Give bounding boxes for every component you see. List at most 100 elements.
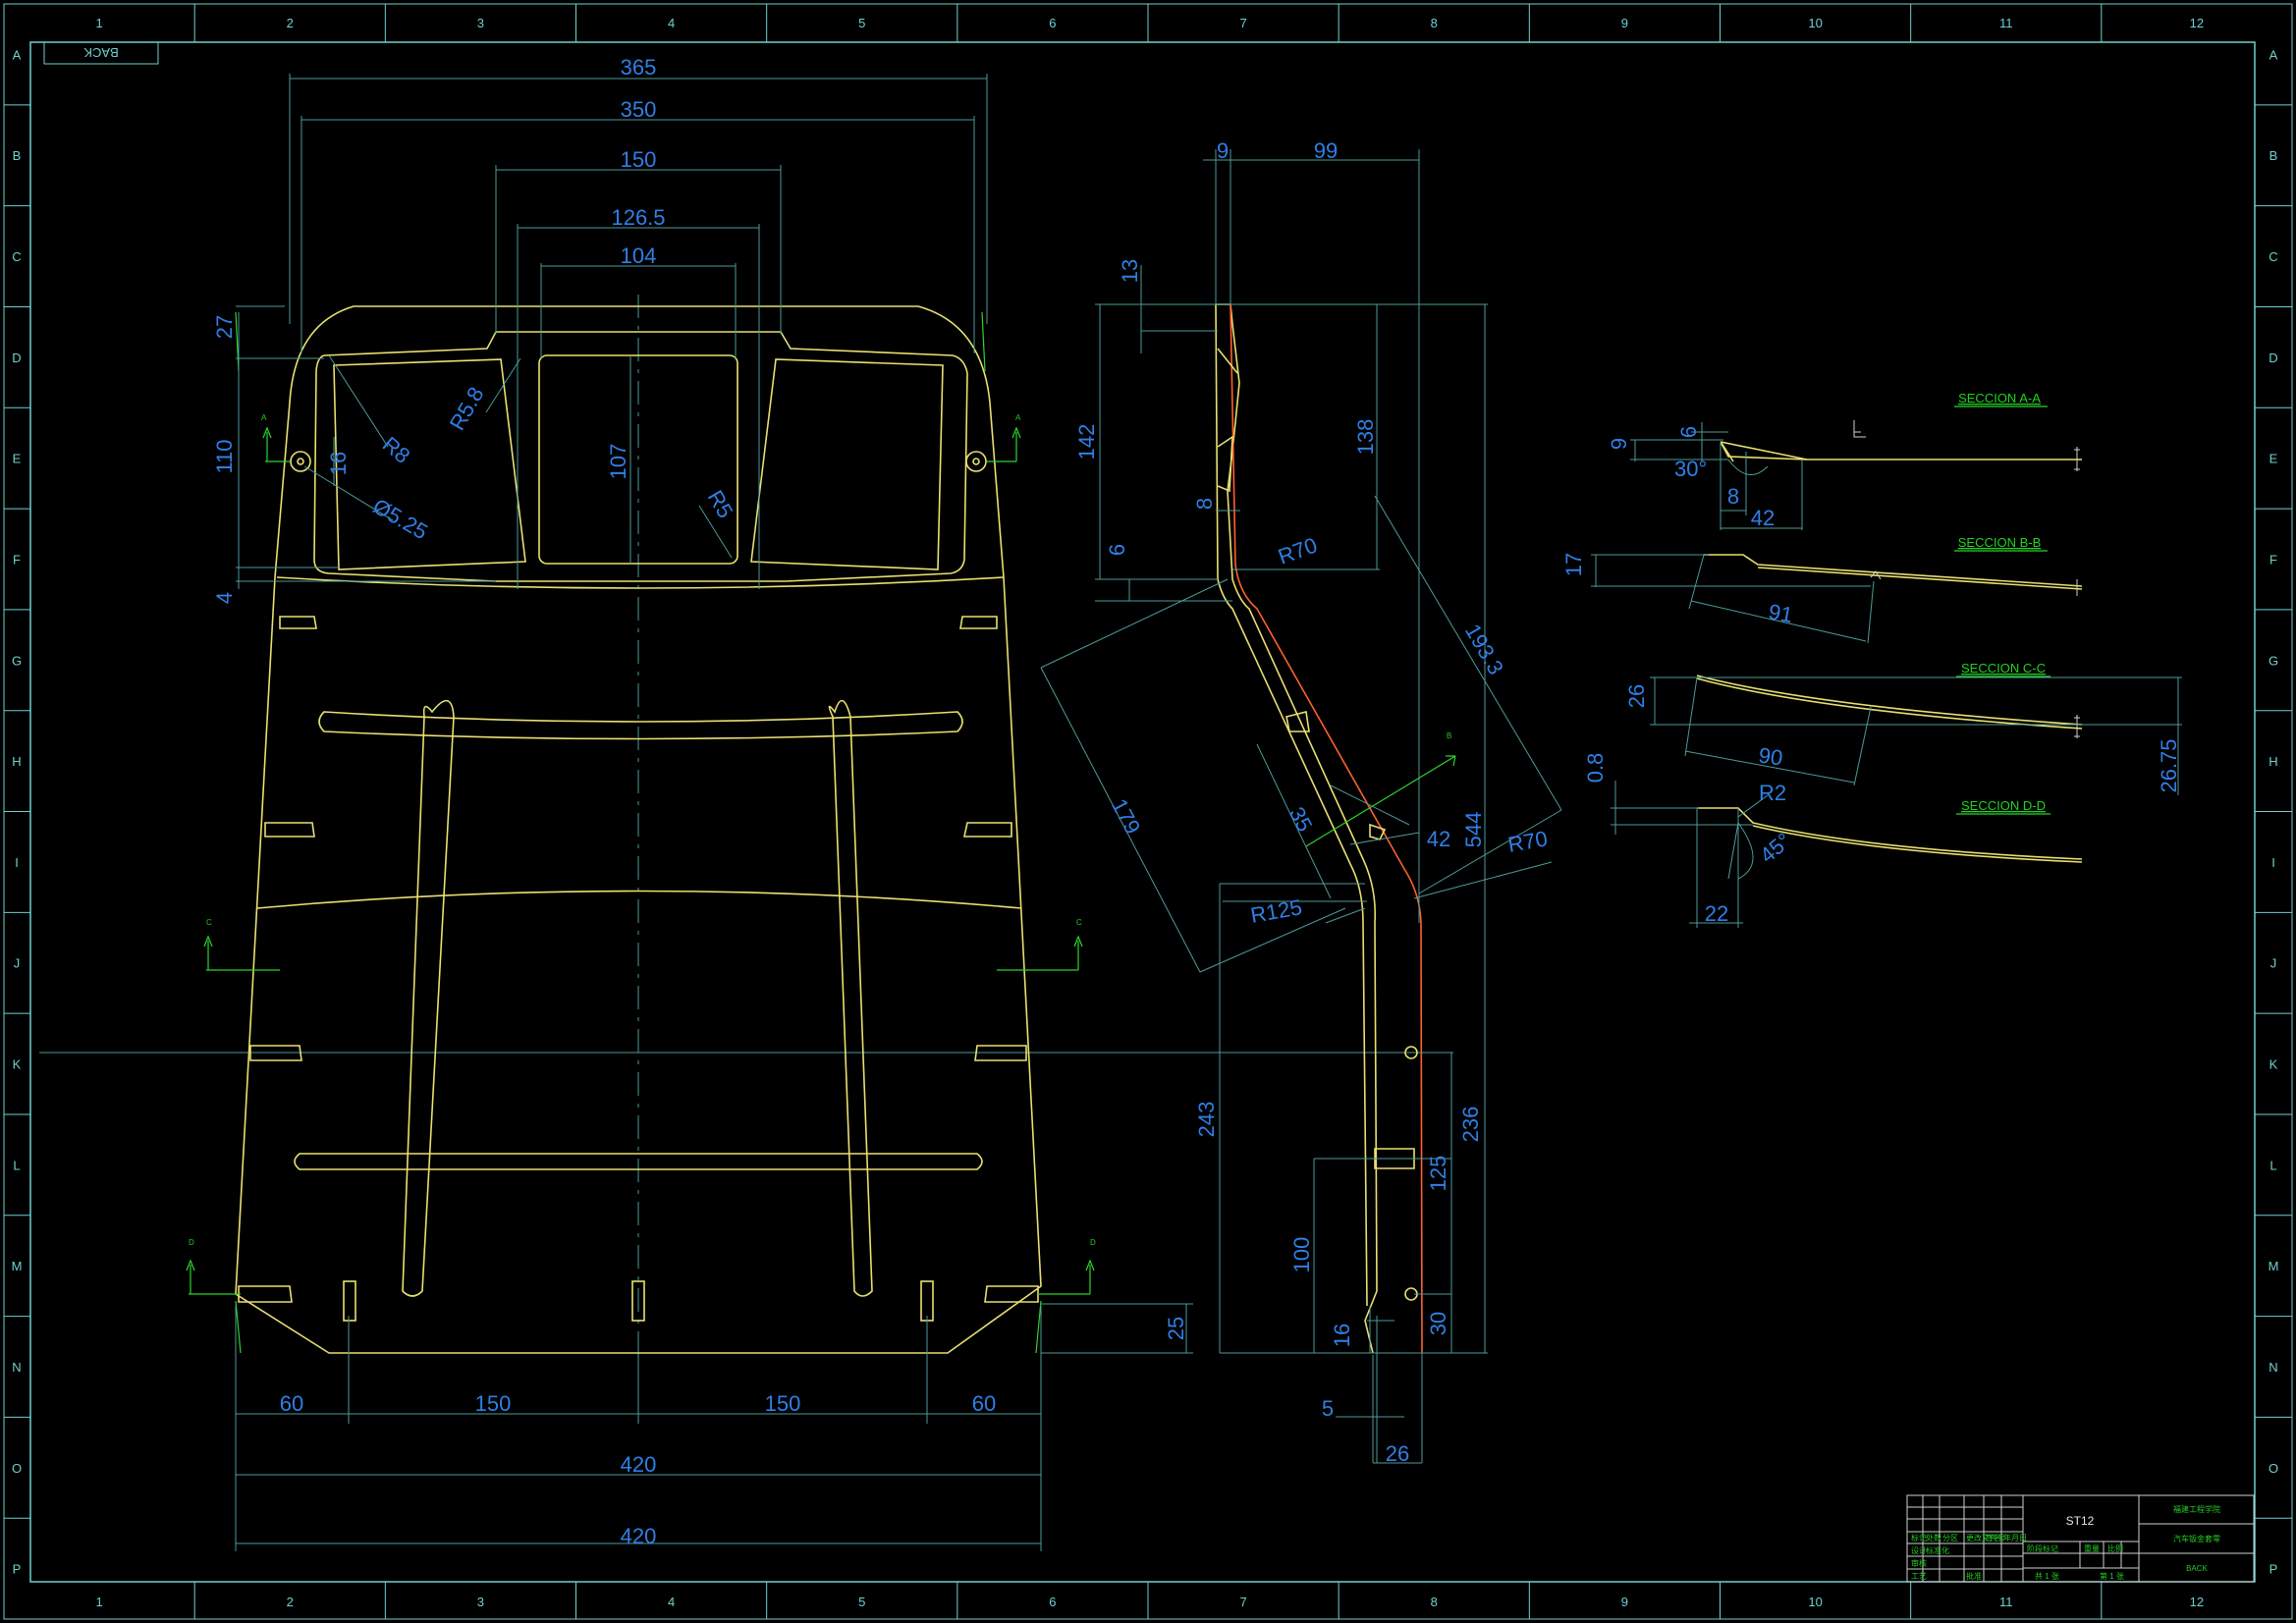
grid-column-label: 5 — [858, 1595, 865, 1609]
section-b-b: SECCION B-B 17 91 — [1561, 535, 2083, 644]
sec-a-dim-6: 6 — [1676, 426, 1701, 438]
panel-outline — [235, 305, 1042, 1354]
radius-r8: R8 — [378, 432, 415, 468]
section-d-d: SECCION D-D 0.8 R2 45° 22 — [1583, 753, 2083, 928]
section-marker-d-left: D — [186, 1238, 241, 1295]
dim-126-5: 126.5 — [611, 205, 665, 230]
section-marker-c-left: C — [203, 918, 280, 971]
sec-b-dim-17: 17 — [1561, 553, 1586, 576]
grid-row-label: G — [12, 653, 22, 668]
dim-150-left: 150 — [475, 1391, 512, 1416]
side-dim-236: 236 — [1458, 1107, 1483, 1143]
side-dim-99: 99 — [1314, 138, 1338, 163]
side-dim-8: 8 — [1192, 498, 1217, 510]
dim-104: 104 — [621, 243, 657, 268]
side-radius-r70-top: R70 — [1275, 532, 1320, 568]
grid-row-label: E — [2269, 452, 2278, 466]
sec-a-angle-30: 30° — [1674, 457, 1707, 481]
svg-text:重量: 重量 — [2084, 1543, 2100, 1553]
grid-row-label: P — [13, 1562, 22, 1577]
dim-4: 4 — [212, 592, 237, 604]
title-material: ST12 — [2066, 1514, 2095, 1528]
title-company: 福建工程学院 — [2173, 1504, 2220, 1514]
side-dim-16: 16 — [1330, 1324, 1354, 1347]
grid-column-label: 4 — [668, 1595, 675, 1609]
section-marker-a-right: A — [987, 413, 1021, 462]
section-b-title: SECCION B-B — [1958, 535, 2042, 550]
side-dim-30: 30 — [1426, 1312, 1450, 1335]
sec-d-dim-0-8: 0.8 — [1583, 753, 1608, 784]
grid-column-label: 4 — [668, 16, 675, 30]
side-dim-5: 5 — [1322, 1396, 1334, 1421]
grid-row-label: C — [12, 249, 21, 264]
grid-row-label: L — [13, 1158, 20, 1172]
dim-150: 150 — [621, 147, 657, 172]
side-dim-42: 42 — [1427, 827, 1450, 851]
grid-row-label: M — [2269, 1259, 2279, 1273]
svg-text:设计: 设计 — [1911, 1545, 1927, 1555]
section-c-c: SECCION C-C 26 90 26.75 — [1624, 661, 2182, 795]
grid-column-label: 5 — [858, 16, 865, 30]
dim-350: 350 — [621, 97, 657, 122]
grid-column-label: 8 — [1431, 16, 1438, 30]
view-arrow-b: B — [1305, 731, 1456, 847]
grid-column-label: 6 — [1049, 16, 1056, 30]
svg-text:A: A — [261, 413, 267, 422]
grid-column-label: 11 — [1999, 1595, 2013, 1609]
side-dim-35: 35 — [1285, 803, 1318, 836]
svg-text:更改文件号: 更改文件号 — [1966, 1533, 2005, 1542]
dim-60-left: 60 — [280, 1391, 303, 1416]
sec-c-dim-90: 90 — [1757, 742, 1784, 770]
grid-row-label: O — [12, 1461, 22, 1476]
dim-107: 107 — [606, 444, 630, 480]
grid-column-label: 1 — [95, 1595, 102, 1609]
grid-row-label: I — [15, 855, 19, 870]
grid-row-label: B — [13, 148, 22, 163]
grid-column-label: 3 — [477, 16, 484, 30]
side-radius-r125: R125 — [1249, 894, 1304, 928]
svg-text:标准化: 标准化 — [1926, 1545, 1949, 1555]
grid-column-label: 7 — [1239, 16, 1246, 30]
side-dim-13: 13 — [1118, 259, 1142, 283]
side-dim-179: 179 — [1107, 794, 1145, 838]
dim-365: 365 — [621, 55, 657, 80]
grid-column-label: 6 — [1049, 1595, 1056, 1609]
svg-text:D: D — [189, 1238, 194, 1247]
grid-column-label: 12 — [2190, 1595, 2204, 1609]
dim-60-right: 60 — [972, 1391, 996, 1416]
grid-column-label: 10 — [1808, 16, 1822, 30]
radius-r5: R5 — [703, 486, 738, 522]
grid-column-label: 7 — [1239, 1595, 1246, 1609]
grid-row-label: J — [14, 956, 21, 971]
side-dim-6: 6 — [1105, 544, 1129, 556]
title-part-name: BACK — [2186, 1564, 2208, 1573]
dim-25: 25 — [1164, 1317, 1188, 1340]
title-drawing-name: 汽车钣金套零 — [2173, 1534, 2220, 1543]
dim-110: 110 — [212, 439, 237, 473]
section-marker-a-left: A — [261, 413, 290, 462]
sec-a-dim-9: 9 — [1607, 438, 1631, 450]
section-marker-c-right: C — [997, 918, 1083, 971]
grid-row-label: D — [12, 351, 21, 365]
dim-420-b: 420 — [621, 1524, 657, 1548]
grid-row-label: O — [2269, 1461, 2278, 1476]
grid-row-label: C — [2269, 249, 2277, 264]
dim-420-a: 420 — [621, 1452, 657, 1477]
svg-text:年月日: 年月日 — [2003, 1533, 2027, 1542]
sec-a-dim-42: 42 — [1751, 506, 1775, 530]
section-c-title: SECCION C-C — [1961, 661, 2046, 676]
side-dim-193-3: 193.3 — [1460, 620, 1508, 678]
svg-text:C: C — [206, 918, 212, 927]
grid-column-label: 2 — [287, 1595, 294, 1609]
side-dim-138: 138 — [1353, 419, 1378, 456]
grid-row-label: A — [13, 47, 22, 62]
sec-b-dim-91: 91 — [1767, 599, 1794, 627]
grid-column-label: 8 — [1431, 1595, 1438, 1609]
side-dim-26: 26 — [1386, 1441, 1409, 1466]
grid-row-label: I — [2271, 855, 2275, 870]
grid-row-label: D — [2269, 351, 2277, 365]
svg-text:分区: 分区 — [1942, 1534, 1958, 1542]
grid-row-label: F — [13, 552, 21, 567]
grid-row-label: K — [2269, 1057, 2278, 1072]
